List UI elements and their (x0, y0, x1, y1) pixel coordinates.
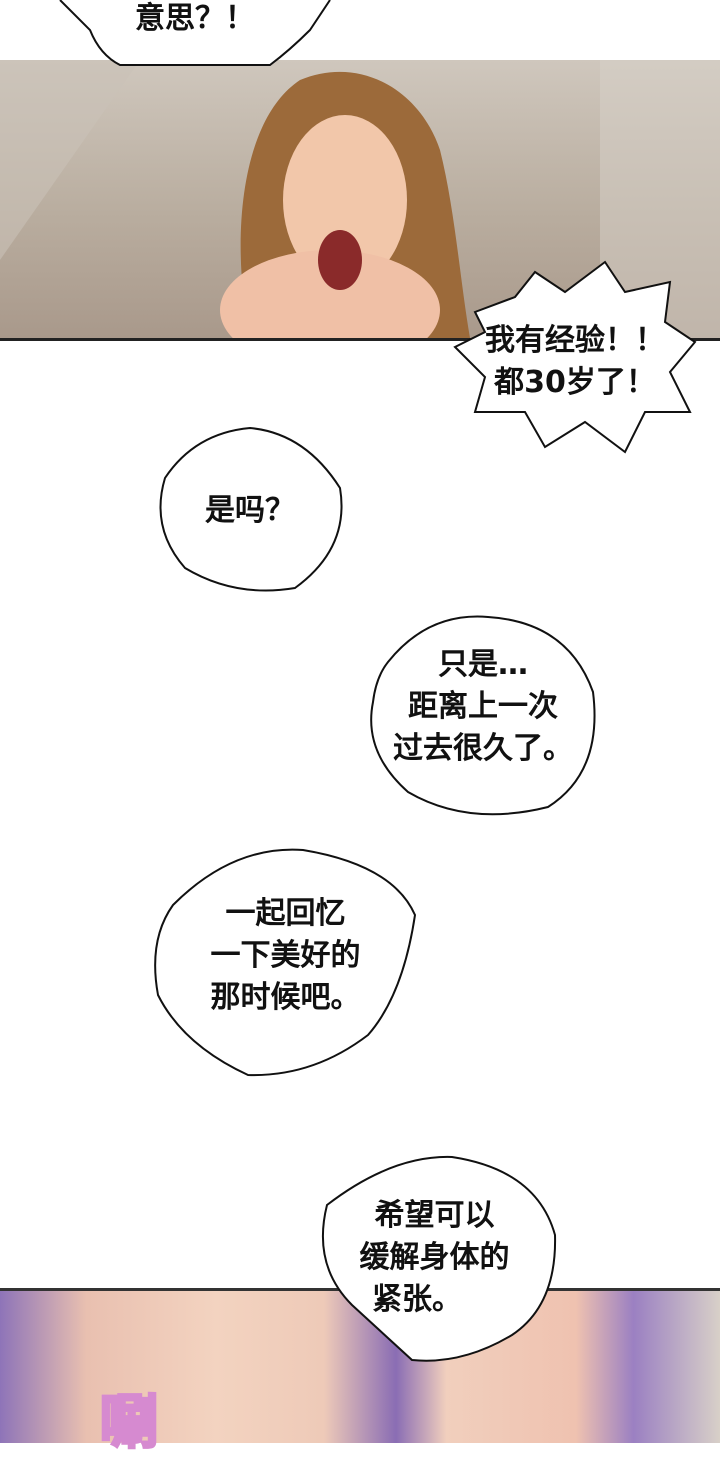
bubble-text-line: 那时候吧。 (210, 980, 361, 1015)
bubble-text-line: 一起回忆 (225, 896, 346, 931)
speech-bubble: 只是… 距离上一次 过去很久了。 (368, 612, 598, 817)
bubble-text: 意思？！ (135, 1, 255, 36)
speech-bubble-top: 意思？！ (59, 0, 331, 66)
speech-bubble: 是吗？ (155, 426, 345, 593)
bubble-text-line: 一下美好的 (210, 938, 361, 973)
bubble-text-line: 都30岁了！ (494, 365, 656, 400)
bubble-text-line: 我有经验！！ (485, 323, 665, 358)
bubble-text-line: 过去很久了。 (393, 731, 573, 766)
bubble-text-line: 希望可以 (374, 1198, 495, 1233)
bubble-text-line: 只是… (438, 647, 528, 682)
bubble-text-line: 缓解身体的 (359, 1240, 510, 1275)
woman-illustration (0, 60, 720, 338)
bubble-text-line: 距离上一次 (408, 689, 558, 724)
speech-bubble-shout: 我有经验！！ 都30岁了！ (453, 260, 697, 457)
top-panel-illustration (0, 60, 720, 341)
bubble-text-line: 紧张。 (372, 1282, 462, 1317)
speech-bubble: 希望可以 缓解身体的 紧张。 (312, 1155, 557, 1365)
speech-bubble: 一起回忆 一下美好的 那时候吧。 (153, 845, 418, 1077)
sound-effect-text: 唰 (98, 1387, 159, 1458)
bubble-text-line: 是吗？ (205, 493, 295, 528)
